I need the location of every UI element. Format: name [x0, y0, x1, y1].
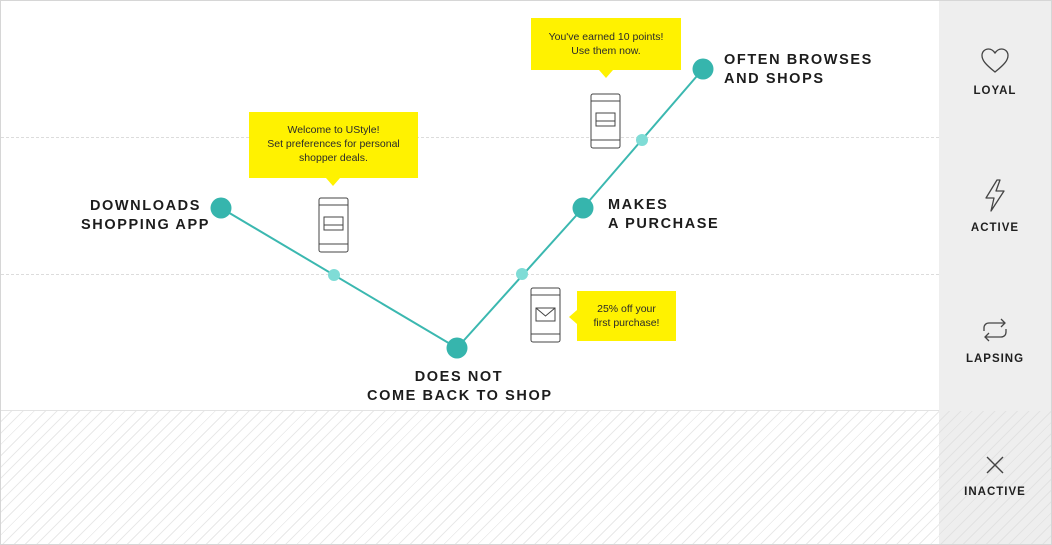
callout-points: You've earned 10 points! Use them now.	[531, 18, 681, 70]
stage-label: INACTIVE	[964, 486, 1026, 498]
callout-welcome: Welcome to UStyle! Set preferences for p…	[249, 112, 418, 178]
callout-discount: 25% off your first purchase!	[577, 291, 676, 341]
close-x-icon	[986, 456, 1004, 474]
stage-inactive: INACTIVE	[939, 454, 1051, 498]
divider-lapsing-inactive	[1, 410, 939, 411]
midpoint-dot	[328, 269, 340, 281]
callout-pointer	[326, 178, 340, 186]
journey-diagram	[210, 58, 714, 359]
callout-pointer	[569, 310, 577, 324]
stage-label: LOYAL	[973, 85, 1017, 97]
node-makes-purchase	[572, 197, 594, 219]
callout-pointer	[599, 70, 613, 78]
label-line: DOWNLOADS	[89, 198, 201, 214]
stage-lapsing: LAPSING	[939, 317, 1051, 365]
label-line: MAKES	[608, 197, 669, 213]
phone-icon	[318, 197, 349, 253]
label-often-browses: OFTEN BROWSES AND SHOPS	[724, 51, 873, 89]
node-does-not-come-back	[446, 337, 468, 359]
inactive-zone-hatch	[1, 411, 939, 544]
stage-loyal: LOYAL	[939, 47, 1051, 97]
repeat-arrows-icon	[983, 318, 1007, 342]
phone-icon	[590, 93, 621, 149]
label-line: OFTEN BROWSES	[724, 52, 873, 68]
callout-text: You've earned 10 points! Use them now.	[548, 31, 664, 57]
lightning-icon	[985, 179, 1005, 212]
stage-label: LAPSING	[965, 353, 1025, 365]
phone-email-icon	[530, 287, 561, 343]
heart-icon	[981, 48, 1009, 73]
label-line: COME BACK TO SHOP	[367, 388, 553, 404]
node-downloads	[210, 197, 232, 219]
midpoint-dot	[516, 268, 528, 280]
divider-active-lapsing	[1, 274, 939, 275]
callout-text: 25% off your first purchase!	[593, 303, 660, 329]
label-line: A PURCHASE	[608, 216, 720, 232]
label-downloads: DOWNLOADS SHOPPING APP	[81, 197, 211, 235]
callout-text: Welcome to UStyle! Set preferences for p…	[267, 124, 400, 164]
label-line: SHOPPING APP	[81, 217, 211, 233]
midpoint-dot	[636, 134, 648, 146]
stage-sidebar: LOYAL ACTIVE LAPSING INACTIVE	[939, 1, 1051, 544]
label-does-not-come-back: DOES NOT COME BACK TO SHOP	[367, 368, 551, 406]
label-makes-purchase: MAKES A PURCHASE	[608, 196, 719, 234]
stage-active: ACTIVE	[939, 179, 1051, 234]
stage-label: ACTIVE	[970, 222, 1020, 234]
label-line: DOES NOT	[414, 369, 504, 385]
label-line: AND SHOPS	[724, 71, 825, 87]
node-often-browses	[692, 58, 714, 80]
divider-loyal-active	[1, 137, 939, 138]
inactive-zone-hatch	[939, 411, 1051, 544]
